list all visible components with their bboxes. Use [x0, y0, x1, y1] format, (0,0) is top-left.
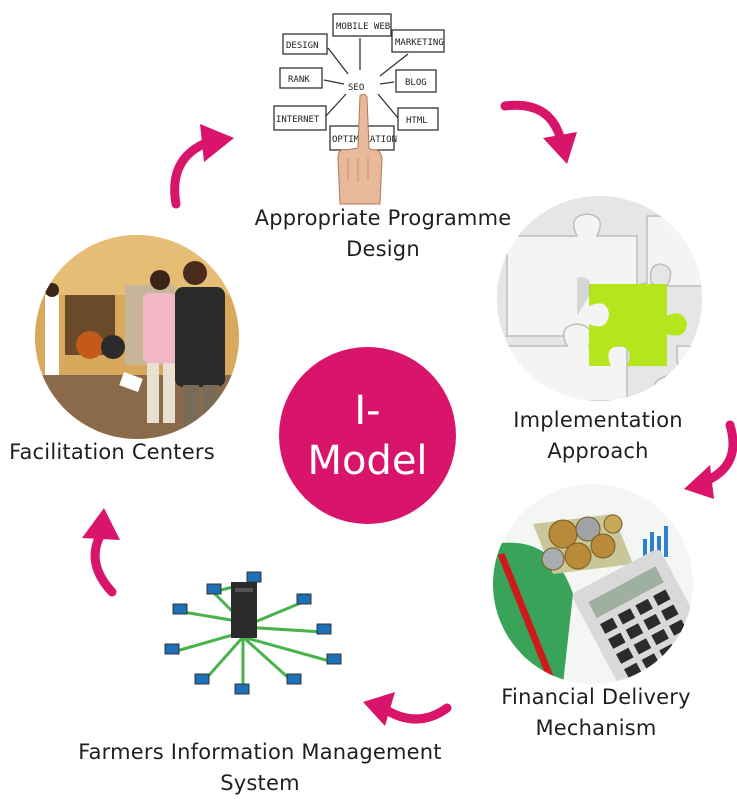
stage-label-line2: Design: [346, 237, 420, 261]
stage-label-line1: Appropriate Programme: [254, 206, 512, 230]
curved-arrow-design-to-implementation: [500, 100, 577, 164]
seo-word-marketing: MARKETING: [395, 38, 444, 48]
center-circle: I- Model: [279, 347, 456, 524]
stage-label-line1: Financial Delivery: [501, 685, 691, 709]
stage-label-line1: Farmers Information Management: [78, 740, 442, 764]
network-image: [143, 542, 345, 744]
seo-word-internet: INTERNET: [276, 115, 320, 125]
stage-label-line1: Facilitation Centers: [9, 440, 215, 464]
seo-word-html: HTML: [406, 116, 428, 126]
stage-label-line1: Implementation: [513, 408, 683, 432]
stage-label-farmers-info: Farmers Information Management System: [60, 737, 460, 799]
curved-arrow-implementation-to-financial: [684, 420, 737, 499]
stage-label-line2: Approach: [547, 439, 649, 463]
stage-label-facilitation: Facilitation Centers: [0, 437, 224, 468]
seo-word-rank: RANK: [288, 75, 310, 85]
center-title-line2: Model: [307, 437, 428, 484]
pointing-hand-icon: [337, 93, 383, 205]
stage-label-implementation: Implementation Approach: [448, 405, 737, 467]
curved-arrow-financial-to-farmers: [363, 692, 452, 726]
seo-word-blog: BLOG: [405, 78, 427, 88]
seo-word-mobile-web: MOBILE WEB: [336, 22, 390, 32]
finance-image: [493, 484, 693, 684]
stage-label-line2: System: [220, 771, 300, 795]
seo-sketch-image: MOBILE WEB DESIGN MARKETING RANK SEO BLO…: [273, 13, 445, 205]
curved-arrow-farmers-to-facilitation: [82, 508, 120, 597]
center-title-line1: I-: [354, 387, 381, 434]
facilitation-center-photo: [35, 235, 239, 439]
seo-word-design: DESIGN: [286, 41, 319, 51]
seo-word-seo: SEO: [348, 83, 364, 93]
puzzle-image: [497, 196, 702, 401]
stage-label-line2: Mechanism: [535, 716, 657, 740]
stage-label-programme-design: Appropriate Programme Design: [233, 203, 533, 265]
stage-label-financial-delivery: Financial Delivery Mechanism: [446, 682, 737, 744]
curved-arrow-facilitation-to-design: [170, 124, 234, 209]
